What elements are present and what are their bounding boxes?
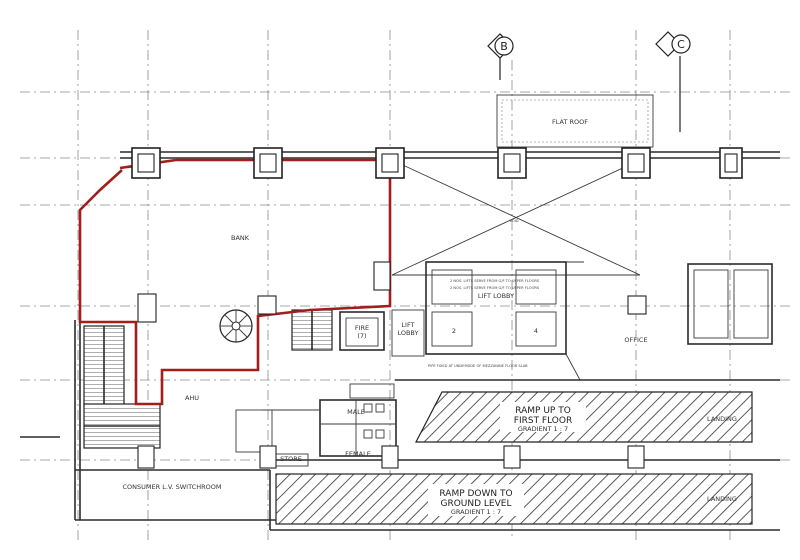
lift-lobby-label-1: LIFT (401, 321, 414, 329)
room-label-bank: BANK (231, 234, 250, 242)
building-walls (20, 151, 780, 531)
flat-roof-outline: FLAT ROOF (496, 94, 654, 148)
ramp-up-line-3: GRADIENT 1 : 7 (518, 425, 568, 433)
office-area: OFFICE (565, 261, 773, 381)
column (719, 147, 743, 179)
grid-marker-b: B (487, 33, 514, 80)
column (381, 445, 399, 469)
column (257, 295, 277, 315)
column (627, 295, 647, 315)
lift-number-2: 2 (452, 327, 456, 335)
ramp-down: RAMP DOWN TO GROUND LEVEL GRADIENT 1 : 7 (275, 473, 753, 525)
column (137, 445, 155, 469)
room-label-store: STORE (280, 455, 302, 463)
column (137, 293, 157, 323)
spiral-stair (219, 309, 253, 343)
grid-marker-c: C (655, 31, 691, 132)
room-label-lift-lobby: LIFT LOBBY (478, 292, 514, 300)
column (259, 445, 277, 469)
lift-note-1: 2 NOS. LIFTS SERVE FROM G/F TO UPPER FLO… (450, 279, 540, 283)
column (627, 445, 645, 469)
lift-number-4: 4 (534, 327, 538, 335)
lift-lobby-label-2: LOBBY (397, 329, 418, 337)
ramp-up-line-1: RAMP UP TO (515, 406, 571, 416)
column (503, 445, 521, 469)
column (373, 261, 391, 291)
mezzanine-note: PIPE FIXED AT UNDERSIDE OF MEZZANINE FLO… (428, 364, 528, 368)
column (375, 147, 405, 179)
ramp-up: RAMP UP TO FIRST FLOOR GRADIENT 1 : 7 (415, 391, 753, 443)
grid-label-b: B (500, 40, 508, 53)
toilet-block: MALE FEMALE STORE (235, 383, 397, 467)
stair-core-centre (291, 309, 333, 351)
column (253, 147, 283, 179)
room-label-male: MALE (347, 408, 365, 416)
fire-lift: FIRE (7) LIFT LOBBY (339, 309, 425, 357)
stair-core-left (83, 325, 161, 449)
ramp-down-line-3: GRADIENT 1 : 7 (451, 508, 501, 516)
room-label-female: FEMALE (345, 450, 371, 458)
grid-label-c: C (677, 38, 685, 51)
room-label-switchroom: CONSUMER L.V. SWITCHROOM (123, 483, 222, 491)
ramp-down-line-2: GROUND LEVEL (441, 499, 512, 509)
column (131, 147, 161, 179)
column (497, 147, 527, 179)
lift-lobby-core: 2 NOS. LIFTS SERVE FROM G/F TO UPPER FLO… (425, 261, 567, 368)
landing-label-upper: LANDING (707, 415, 737, 423)
room-label-ahu: AHU (185, 394, 199, 402)
landing-label-lower: LANDING (707, 495, 737, 503)
structural-columns (131, 147, 743, 469)
ramp-up-line-2: FIRST FLOOR (514, 416, 572, 426)
room-label-office: OFFICE (624, 336, 647, 344)
ramp-down-line-1: RAMP DOWN TO (439, 489, 512, 499)
fire-lift-number: (7) (357, 332, 366, 340)
fire-lift-label: FIRE (355, 324, 369, 332)
lift-note-2: 2 NOS. LIFTS SERVE FROM G/F TO UPPER FLO… (450, 286, 540, 290)
room-label-void: VOID (509, 219, 518, 223)
highlighted-boundary (78, 158, 392, 406)
room-label-flat-roof: FLAT ROOF (552, 118, 588, 126)
column (621, 147, 651, 179)
